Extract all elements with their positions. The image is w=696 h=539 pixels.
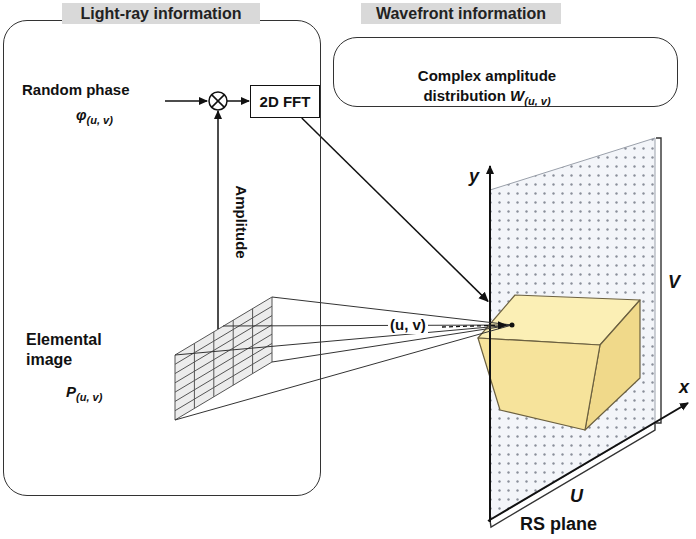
subscript-text: (u, v) — [524, 95, 550, 107]
elemental-image-grid — [175, 297, 272, 420]
label: Amplitude — [232, 177, 250, 267]
uv-point — [510, 323, 515, 328]
v-bracket — [656, 138, 661, 423]
label-text: U — [570, 486, 583, 506]
label-text: Random phase — [22, 81, 130, 98]
multiplier — [209, 92, 227, 110]
y-axis — [489, 166, 491, 522]
amplitude-arrow — [217, 111, 219, 329]
label-text: Amplitude — [233, 185, 250, 258]
box-text: 2D FFT — [260, 93, 311, 110]
label: V — [668, 272, 680, 292]
label-text: (u, v) — [390, 316, 426, 333]
label-text: y — [469, 166, 479, 186]
subscript-text: (u, v) — [76, 391, 102, 403]
product-arrow — [227, 100, 249, 102]
text-group: Complex amplitude distribution W(u, v) — [392, 66, 582, 107]
label: Random phase — [22, 81, 130, 99]
connector-arrow — [302, 118, 488, 301]
label: y — [469, 166, 479, 186]
phase-arrow — [165, 100, 207, 102]
cube — [478, 295, 640, 430]
label: (u, v) — [388, 316, 428, 334]
label-text: V — [668, 272, 680, 292]
process-box: 2D FFT — [250, 85, 320, 118]
label: P(u, v) — [66, 383, 102, 402]
u-bracket — [490, 423, 655, 527]
label-text: x — [679, 377, 689, 397]
label: x — [679, 377, 689, 397]
plane-label: RS plane — [520, 514, 597, 535]
label-text: Elemental image — [26, 331, 102, 368]
panel-heading: Wavefront information — [361, 3, 561, 24]
uv-pointer — [442, 325, 506, 327]
light-rays — [175, 297, 512, 420]
label-text: φ — [76, 106, 87, 123]
x-axis — [488, 403, 688, 521]
label: φ(u, v) — [76, 106, 113, 125]
symbol-text: W — [510, 87, 524, 104]
label: U — [570, 486, 583, 506]
label: Elemental image — [26, 330, 121, 370]
multiplier-cross — [212, 95, 225, 108]
subscript-text: (u, v) — [87, 114, 113, 126]
rs-plane-area: RS plane — [488, 138, 668, 538]
label-text: P — [66, 383, 76, 400]
panel-heading: Light-ray information — [62, 3, 260, 24]
group-panel: Wavefront informationComplex amplitude d… — [333, 37, 678, 107]
